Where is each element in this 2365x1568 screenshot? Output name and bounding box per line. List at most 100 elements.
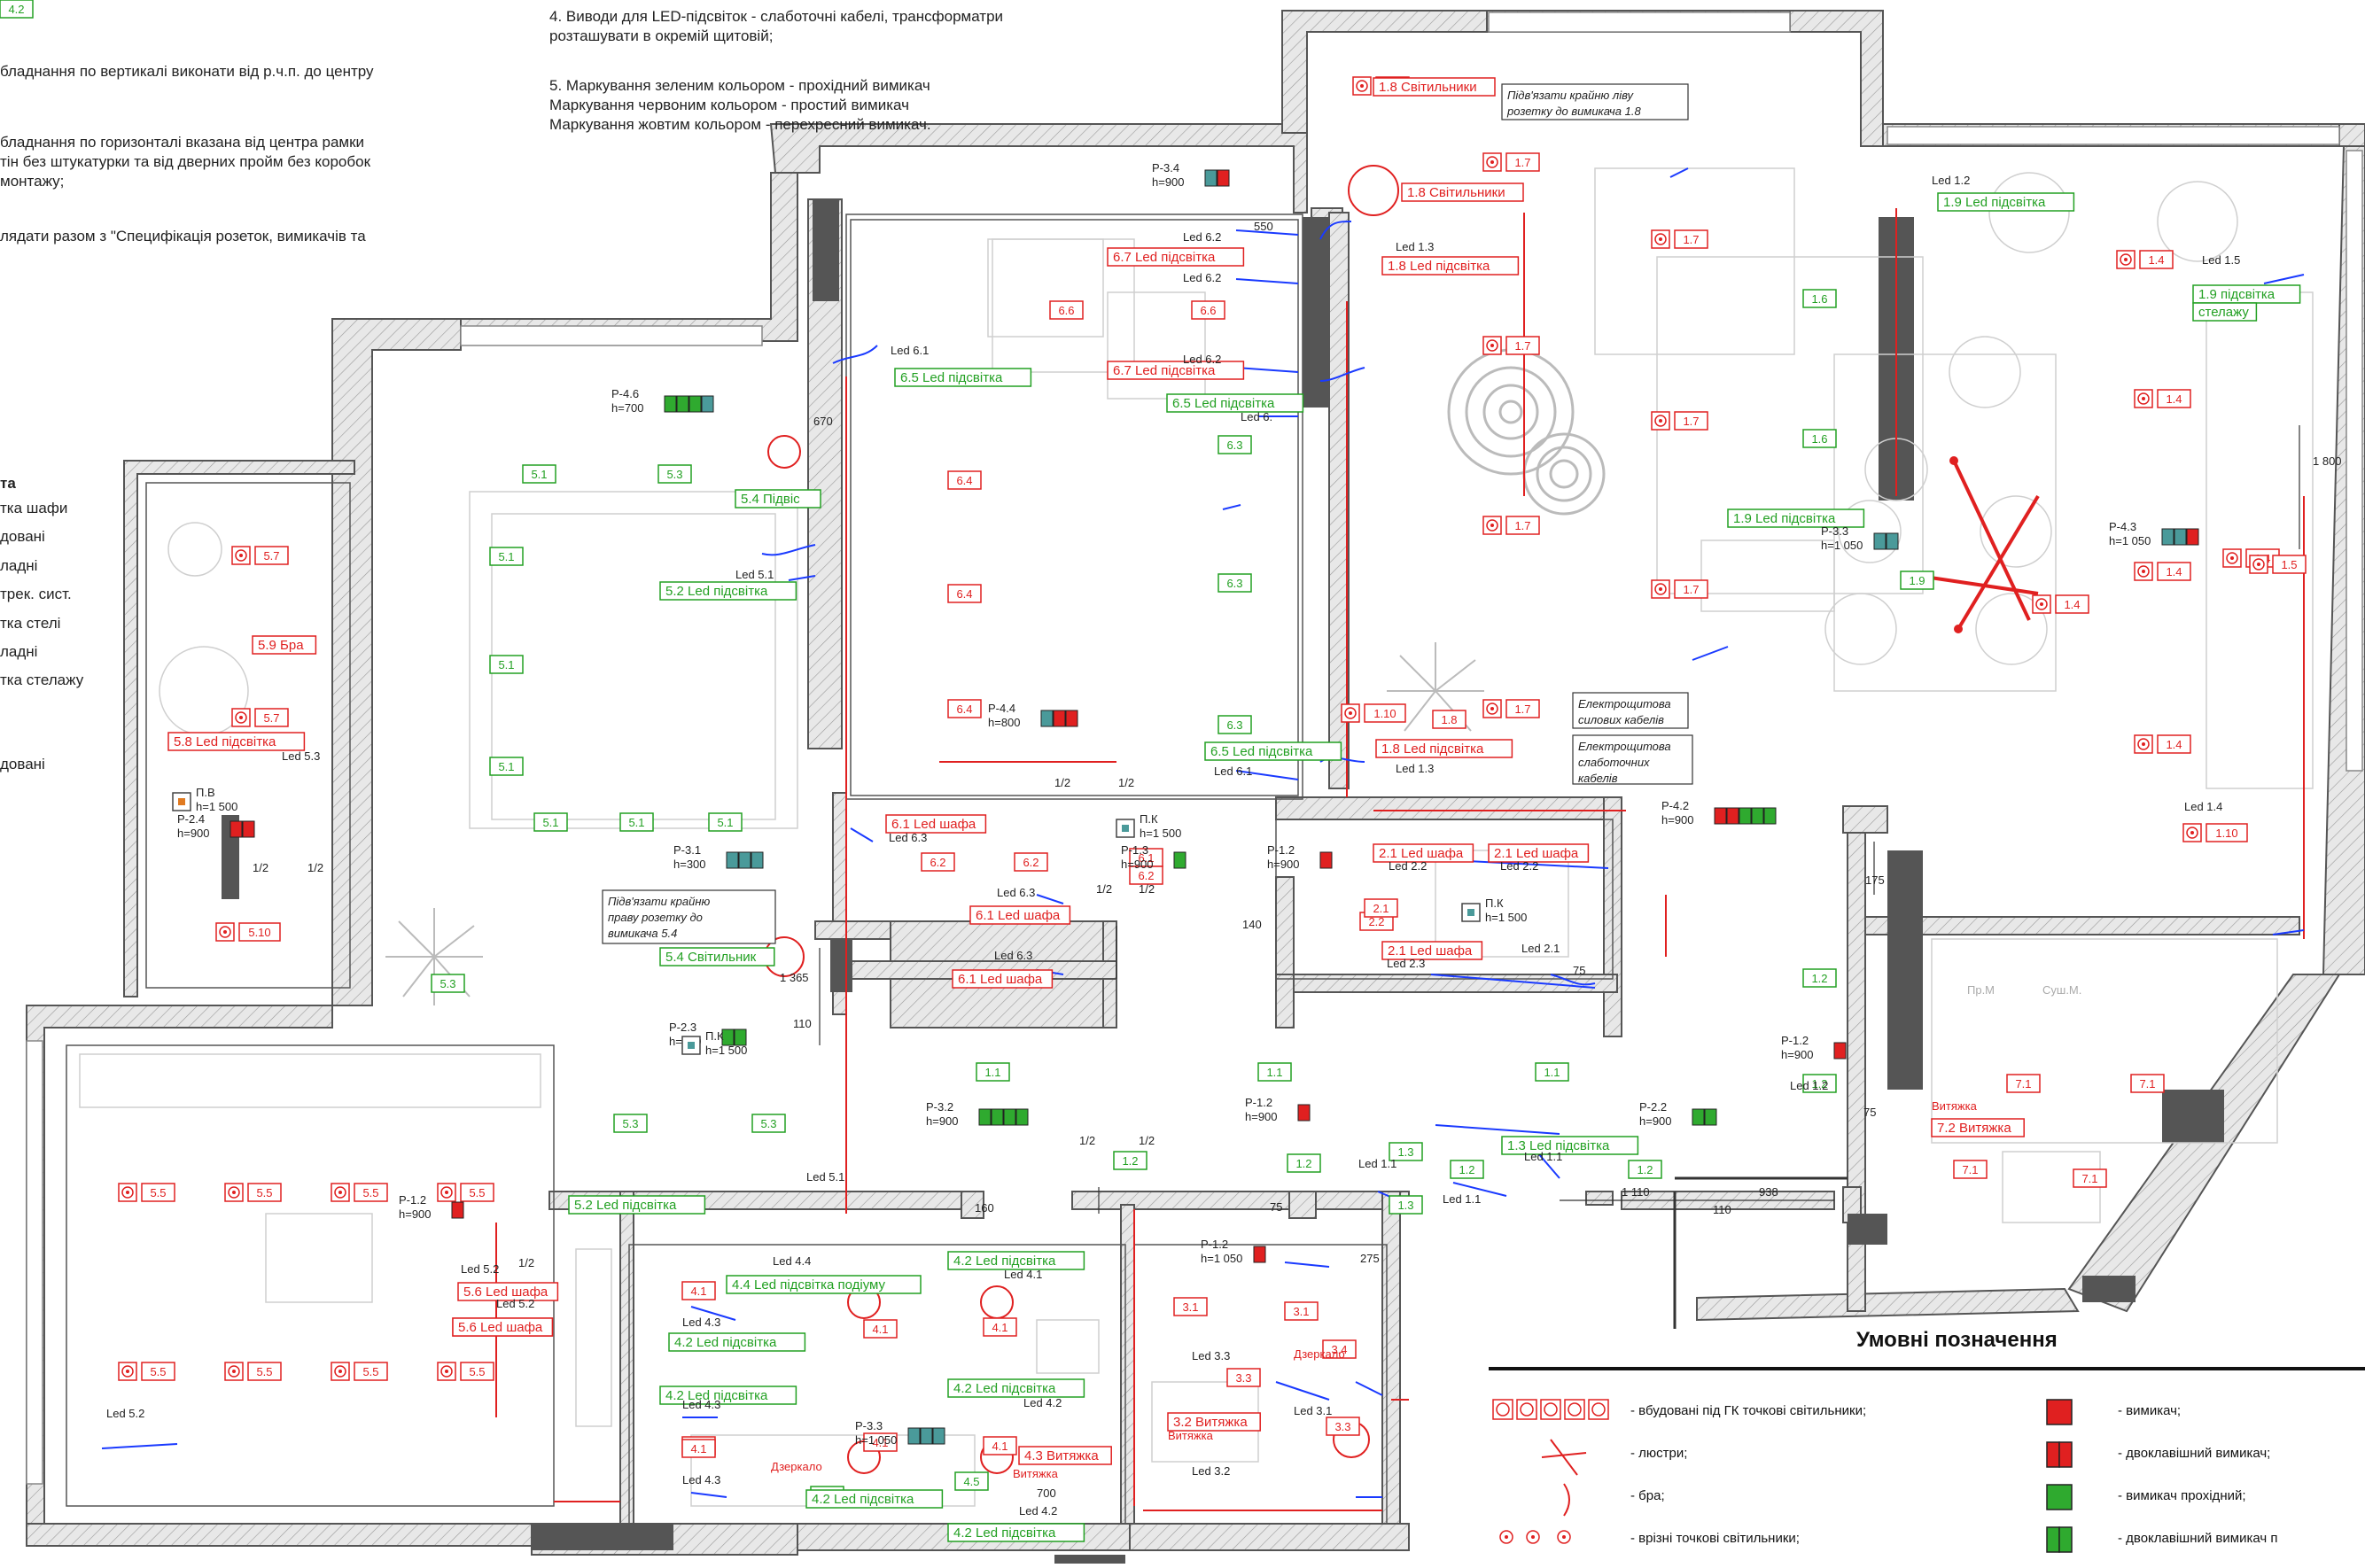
dimension-value: 550 xyxy=(1254,220,1273,233)
switch-id: Р-4.6 xyxy=(611,387,639,400)
red-label: 1.7 xyxy=(1482,699,1540,718)
red-label: 3.1 xyxy=(1284,1301,1319,1321)
side-legend-item: ладні xyxy=(0,643,38,660)
mirror-label: Дзеркало xyxy=(1294,1347,1345,1361)
green-label-text: 1.2 xyxy=(1637,1163,1653,1176)
switch-key xyxy=(1204,169,1218,187)
fixture-icon xyxy=(2116,250,2136,269)
switch-id: Р-2.4 xyxy=(177,812,205,826)
red-label-text: 6.6 xyxy=(1200,304,1216,317)
callout: 3.2 Витяжка xyxy=(1167,1412,1261,1432)
callout: 1.8 Світильники xyxy=(1401,182,1524,202)
callout: стелажу xyxy=(2192,302,2258,322)
switch-key xyxy=(1704,1108,1717,1126)
switch-id: Р-3.3 xyxy=(855,1419,883,1432)
green-label-text: 1.3 xyxy=(1397,1199,1413,1212)
green-label: 4.2 xyxy=(0,0,34,19)
hood-label: Витяжка xyxy=(1168,1429,1214,1442)
green-label: 1.1 xyxy=(1257,1062,1292,1082)
note-left-5: лядати разом з "Специфікація розеток, ви… xyxy=(0,228,366,245)
red-label: 1.7 xyxy=(1482,336,1540,355)
junction-height: h=1 500 xyxy=(1485,911,1527,924)
switch-height: h=1 050 xyxy=(1201,1252,1242,1265)
green-label: 5.1 xyxy=(619,812,654,832)
led-tag: Led 2.3 xyxy=(1387,957,1425,970)
led-tag: Led 3.3 xyxy=(1192,1349,1230,1362)
switch-key xyxy=(1739,807,1752,825)
switch-key xyxy=(688,395,702,413)
callout: 6.1 Led шафа xyxy=(952,969,1054,989)
callout-text: 1.9 підсвітка xyxy=(2198,287,2276,302)
callout-text: 6.1 Led шафа xyxy=(891,817,976,832)
red-label: 1.8 xyxy=(1432,710,1466,729)
led-tag: Led 4.3 xyxy=(682,1473,720,1486)
red-label-text: 1.4 xyxy=(2064,598,2080,611)
switch-key xyxy=(1751,807,1764,825)
legend-item-left: - вбудовані під ГК точкові світильники; xyxy=(1630,1403,1866,1418)
red-label-text: 1.7 xyxy=(1514,339,1530,353)
callout: 6.7 Led підсвітка xyxy=(1107,361,1245,380)
dimension-value: 75 xyxy=(1270,1200,1282,1214)
led-tag: Led 1.1 xyxy=(1358,1157,1396,1170)
fixture-icon xyxy=(2134,562,2153,581)
fixture-icon xyxy=(1651,229,1670,249)
callout-text: 2.1 Led шафа xyxy=(1379,846,1464,861)
green-label: 1.6 xyxy=(1802,429,1837,448)
callout-text: 5.8 Led підсвітка xyxy=(174,734,276,749)
red-label-text: 3.1 xyxy=(1293,1305,1309,1318)
dimension-lines xyxy=(819,425,2300,1214)
green-label: 4.5 xyxy=(954,1471,989,1491)
fixture-icon xyxy=(2222,548,2242,568)
led-tag: Led 6.2 xyxy=(1183,353,1221,366)
dimension-value: 110 xyxy=(793,1017,812,1030)
callout: 6.7 Led підсвітка xyxy=(1107,247,1245,267)
red-label: 4.1 xyxy=(681,1281,716,1300)
green-label: 5.1 xyxy=(489,757,524,776)
red-label: 6.2 xyxy=(1129,866,1163,885)
green-label-text: 1.6 xyxy=(1811,292,1827,306)
side-legend-item: тка шафи xyxy=(0,500,68,516)
red-label-text: 6.4 xyxy=(956,587,972,601)
dimension-value: 1 365 xyxy=(780,971,809,984)
callout-text: 4.3 Витяжка xyxy=(1024,1448,1099,1463)
side-legend-head: та xyxy=(0,475,16,492)
callout-text: 3.2 Витяжка xyxy=(1173,1415,1248,1430)
windows xyxy=(26,12,2363,1485)
red-label-text: 1.4 xyxy=(2166,392,2182,406)
switch-key xyxy=(726,851,739,869)
green-label-text: 5.1 xyxy=(498,550,514,563)
note-4-line2: розташувати в окремій щитовій; xyxy=(549,27,774,44)
red-label: 3.1 xyxy=(1173,1297,1208,1316)
fixture-icon xyxy=(2249,555,2268,574)
dimension-value: 175 xyxy=(1865,873,1885,887)
fixture-icon xyxy=(437,1183,456,1202)
green-label-text: 5.1 xyxy=(498,760,514,773)
red-label-text: 5.10 xyxy=(248,926,270,939)
dimension-value: 75 xyxy=(1573,964,1585,977)
callout: 5.8 Led підсвітка xyxy=(167,732,306,751)
switch-key xyxy=(1253,1246,1266,1263)
red-label: 5.5 xyxy=(118,1362,175,1381)
red-label: 1.4 xyxy=(2134,562,2191,581)
red-label: 5.10 xyxy=(215,922,281,942)
switch-key xyxy=(1015,1108,1029,1126)
led-tag: Led 3.1 xyxy=(1294,1404,1332,1417)
led-tag: Led 6.2 xyxy=(1183,230,1221,244)
callout-text: стелажу xyxy=(2198,305,2249,320)
sconce-icon xyxy=(1563,1483,1570,1517)
red-label-text: 4.1 xyxy=(872,1436,888,1449)
led-tag: Led 3.2 xyxy=(1192,1464,1230,1478)
red-label-text: 3.1 xyxy=(1182,1300,1198,1314)
red-label: 1.7 xyxy=(1651,411,1708,431)
red-label-text: 5.5 xyxy=(256,1186,272,1199)
note-4-line1: 4. Виводи для LED-підсвіток - слаботочні… xyxy=(549,8,1004,25)
callout: 2.1 Led шафа xyxy=(1488,843,1590,863)
note-left-3: тін без штукатурки та від дверних пройм … xyxy=(0,153,371,170)
red-label-text: 1.10 xyxy=(1373,707,1396,720)
callout-text: 4.2 Led підсвітка xyxy=(953,1525,1056,1541)
switch-key xyxy=(907,1427,921,1445)
legend-item-right: - двоклавішний вимикач; xyxy=(2118,1446,2270,1461)
